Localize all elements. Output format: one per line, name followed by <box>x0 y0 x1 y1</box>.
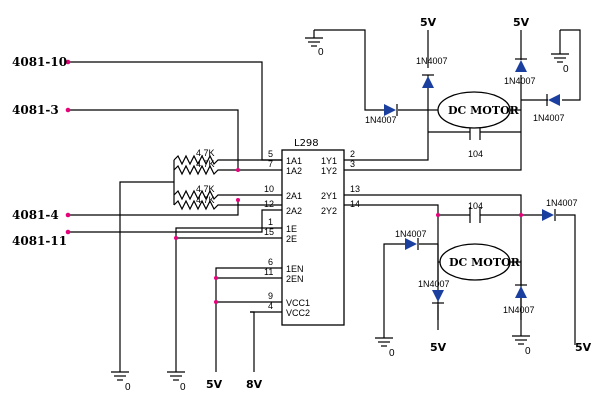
ground-label: 0 <box>318 47 324 58</box>
input-node-4081-10 <box>65 59 71 65</box>
diode-label: 1N4007 <box>416 56 448 66</box>
ground-symbol <box>167 371 185 381</box>
pin-num-3: 3 <box>350 159 355 169</box>
diode-upper-left <box>384 104 396 116</box>
junction <box>174 236 178 240</box>
junction <box>214 276 218 280</box>
lower-motor-label: DC MOTOR <box>449 256 521 269</box>
pin-label-2A2: 2A2 <box>286 206 302 216</box>
lower-supply-label-a: 5V <box>430 341 447 354</box>
input-node-4081-4 <box>65 212 71 218</box>
junction <box>236 168 240 172</box>
input-nets <box>68 61 282 233</box>
diode-lower-right <box>542 209 554 221</box>
resistor-label: 4.7K <box>196 148 215 158</box>
upper-supply-label-b: 5V <box>513 16 530 29</box>
pin-label-2EN: 2EN <box>286 274 304 284</box>
ground-label: 0 <box>180 382 186 393</box>
chip-left-pin-stubs <box>250 227 282 313</box>
ground-label: 0 <box>563 64 569 75</box>
junction <box>236 198 240 202</box>
pin-num-2: 2 <box>350 149 355 159</box>
pin-num-6: 6 <box>268 257 273 267</box>
ground-label: 0 <box>389 348 395 359</box>
pin-label-1E: 1E <box>286 224 297 234</box>
pin-num-15: 15 <box>264 227 274 237</box>
resistor-label: 4.7K <box>196 159 215 169</box>
pin-label-2A1: 2A1 <box>286 191 302 201</box>
pin-label-1Y2: 1Y2 <box>321 166 337 176</box>
pin-num-11: 11 <box>264 267 273 277</box>
pin-label-1A2: 1A2 <box>286 166 302 176</box>
ground-symbol <box>305 30 323 47</box>
upper-capacitor-label: 104 <box>468 149 483 159</box>
ground-label: 0 <box>125 382 131 393</box>
diode-lower-bottom-right <box>515 286 527 298</box>
upper-motor-label: DC MOTOR <box>448 104 520 117</box>
diode-label: 1N4007 <box>504 76 536 86</box>
resistor-label: 4.7K <box>196 184 215 194</box>
pin-num-1: 1 <box>268 217 273 227</box>
upper-dc-motor <box>437 91 511 129</box>
diode-upper-top-left <box>422 76 434 88</box>
diode-label: 1N4007 <box>533 113 565 123</box>
diode-upper-top-right <box>515 60 527 72</box>
pin-num-14: 14 <box>350 199 360 209</box>
resistor-label: 4.7K <box>196 195 215 205</box>
ground-label: 0 <box>525 346 531 357</box>
diode-label: 1N4007 <box>395 229 427 239</box>
input-node-4081-11 <box>65 229 71 235</box>
diode-label: 1N4007 <box>365 115 397 125</box>
vcc2-supply-label: 8V <box>246 378 263 391</box>
input-label-4081-4: 4081-4 <box>12 208 59 222</box>
lower-diode-bridge <box>383 207 576 345</box>
pin-num-7: 7 <box>268 159 273 169</box>
pin-num-5: 5 <box>268 149 273 159</box>
junction <box>214 300 218 304</box>
pin-num-12: 12 <box>264 199 274 209</box>
input-label-4081-10: 4081-10 <box>12 55 67 69</box>
pin-label-1EN: 1EN <box>286 264 304 274</box>
pin-label-1A1: 1A1 <box>286 156 302 166</box>
pin-label-VCC1: VCC1 <box>286 298 310 308</box>
pin-label-2Y2: 2Y2 <box>321 206 337 216</box>
vcc1-supply-label: 5V <box>206 378 223 391</box>
ground-symbol <box>375 332 393 347</box>
diode-label: 1N4007 <box>418 279 450 289</box>
lower-capacitor-label: 104 <box>468 201 483 211</box>
upper-supply-label-a: 5V <box>420 16 437 29</box>
diode-label: 1N4007 <box>546 198 578 208</box>
pulldown-resistor-network <box>119 154 282 372</box>
enable-and-supply-nets <box>175 227 255 372</box>
input-node-4081-3 <box>65 107 71 113</box>
input-label-4081-3: 4081-3 <box>12 103 59 117</box>
ground-symbol <box>512 330 530 345</box>
lower-dc-motor <box>439 243 511 281</box>
pin-label-2Y1: 2Y1 <box>321 191 337 201</box>
diode-lower-bottom-left <box>432 290 444 302</box>
pin-label-VCC2: VCC2 <box>286 308 310 318</box>
pin-label-1Y1: 1Y1 <box>321 156 337 166</box>
pin-num-9: 9 <box>268 291 273 301</box>
lower-supply-label-b: 5V <box>575 341 592 354</box>
junction <box>519 213 523 217</box>
ground-symbol <box>111 371 129 381</box>
input-label-4081-11: 4081-11 <box>12 234 67 248</box>
diode-upper-right <box>548 94 560 106</box>
pin-num-4: 4 <box>268 301 273 311</box>
diode-label: 1N4007 <box>503 305 535 315</box>
upper-diode-bridge <box>314 29 581 140</box>
pin-num-13: 13 <box>350 184 360 194</box>
diode-lower-left <box>405 238 417 250</box>
ground-symbol <box>551 30 569 63</box>
chip-name: L298 <box>294 138 319 149</box>
pin-label-2E: 2E <box>286 234 297 244</box>
junction <box>436 213 440 217</box>
pin-num-10: 10 <box>264 184 274 194</box>
